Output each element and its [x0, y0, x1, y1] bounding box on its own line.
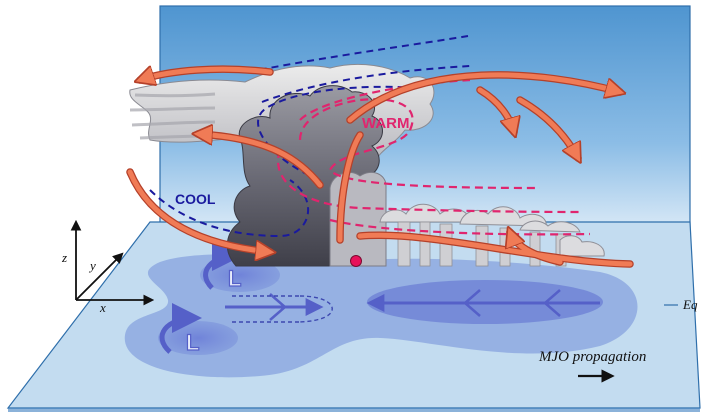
axis-z-label: z: [61, 250, 67, 265]
cool-label: COOL: [175, 191, 216, 207]
equator-label: Eq: [682, 297, 698, 312]
low-pressure-symbol-south: L: [186, 330, 199, 355]
low-pressure-symbol-north: L: [228, 266, 241, 291]
low-pressure-gyre-south: L: [158, 303, 238, 356]
mjo-propagation-indicator: MJO propagation: [538, 349, 646, 383]
axes-indicator: z y x: [61, 219, 155, 315]
circulation-arrows: [126, 69, 634, 268]
surface-easterlies: [366, 289, 600, 317]
surface-westerlies: [225, 293, 333, 323]
rain-center-dot: [350, 255, 362, 267]
axis-x-label: x: [99, 300, 106, 315]
equator-marker: Eq: [664, 297, 698, 312]
warm-anomaly-contours: [277, 78, 591, 236]
axis-y-label: y: [88, 258, 96, 273]
mjo-propagation-label: MJO propagation: [538, 349, 646, 365]
cool-anomaly-contours: [149, 35, 471, 238]
warm-label: WARM: [362, 115, 410, 132]
